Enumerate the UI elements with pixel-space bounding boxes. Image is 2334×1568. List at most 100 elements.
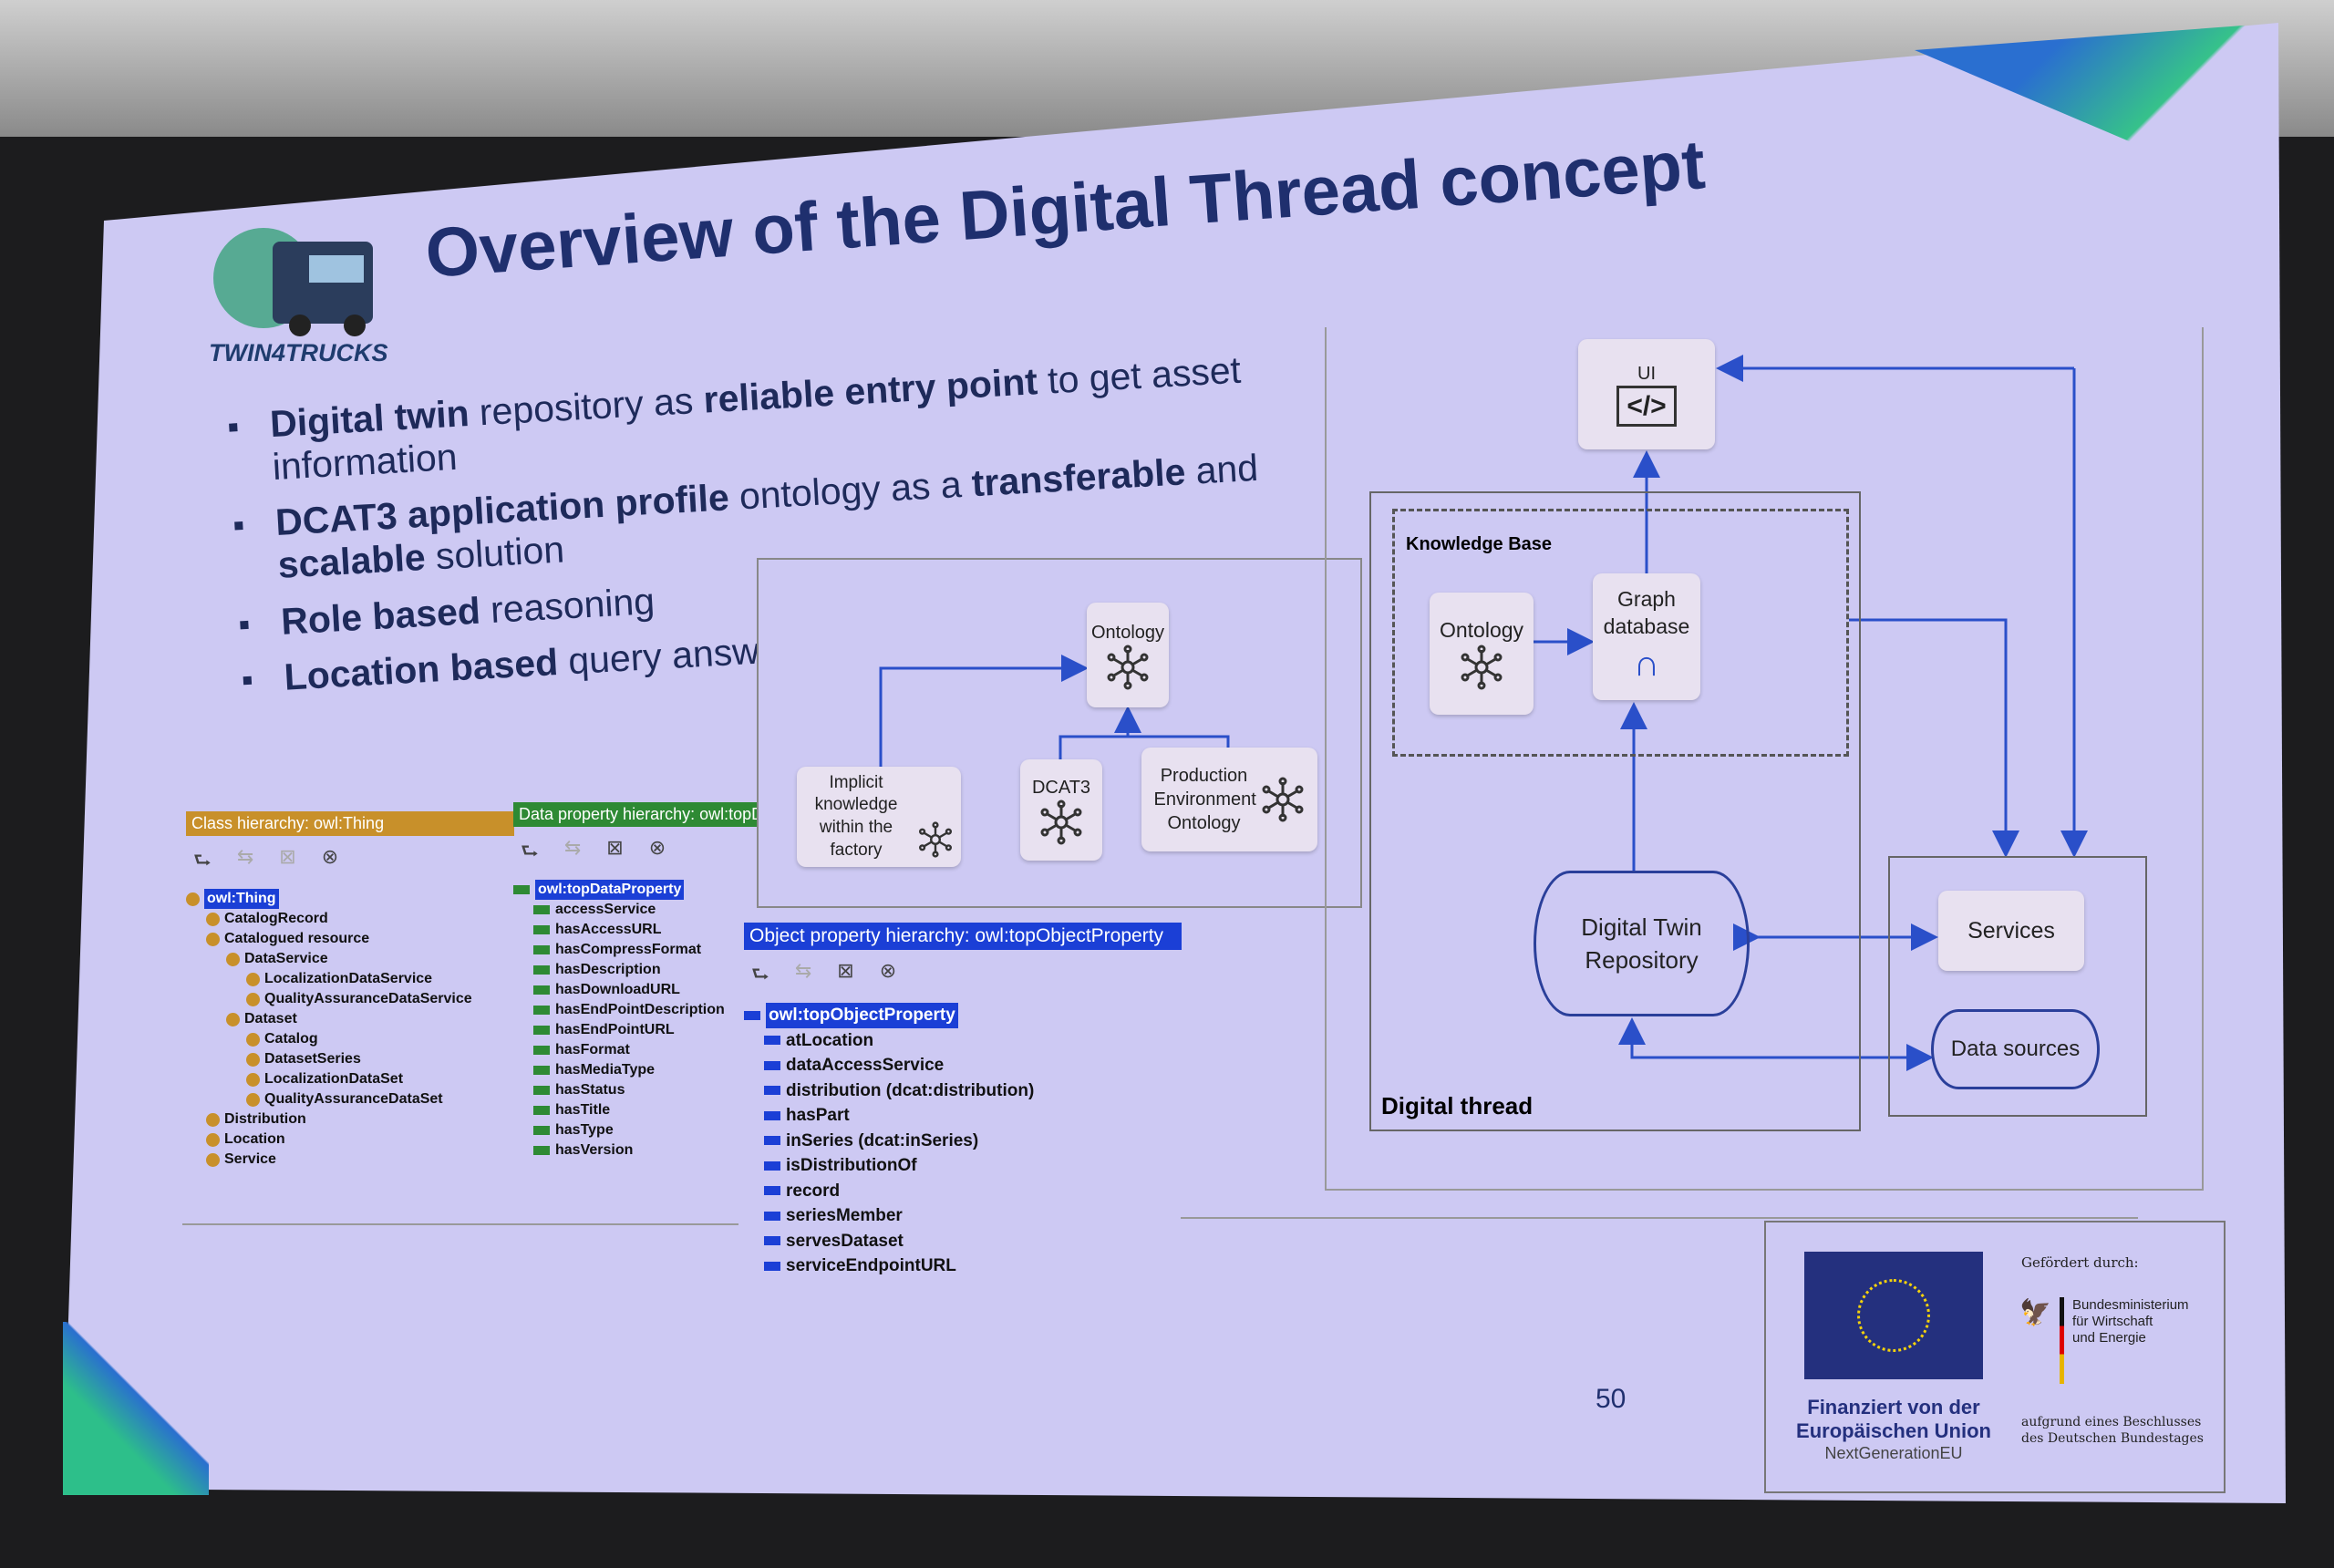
- tree-item[interactable]: hasPart: [744, 1103, 1182, 1129]
- class-hierarchy-panel: Class hierarchy: owl:Thing ⮑ ⇆ ⊠ ⊗ owl:Thin…: [186, 811, 514, 1170]
- property-icon: [764, 1110, 780, 1120]
- add-sibling-icon[interactable]: ⇆: [236, 845, 254, 868]
- tree-item[interactable]: LocalizationDataService: [186, 969, 514, 989]
- data-property-panel: Data property hierarchy: owl:topD ⮑ ⇆ ⊠ ⊗ o…: [513, 802, 761, 1161]
- add-sibling-icon[interactable]: ⇆: [563, 836, 582, 859]
- tree-item[interactable]: LocalizationDataSet: [186, 1069, 514, 1089]
- tree-item[interactable]: servesDataset: [744, 1229, 1182, 1254]
- toolbar: ⮑ ⇆ ⊠ ⊗: [513, 827, 761, 880]
- logo-text: TWIN4TRUCKS: [209, 339, 388, 366]
- network-icon: [1105, 645, 1151, 690]
- add-property-icon[interactable]: ⮑: [751, 963, 769, 985]
- tree-item[interactable]: Distribution: [186, 1109, 514, 1130]
- property-icon: [533, 1046, 550, 1055]
- toolbar: ⮑ ⇆ ⊠ ⊗: [744, 950, 1182, 1003]
- close-icon[interactable]: ⊗: [321, 845, 339, 868]
- tree-item-label: Dataset: [244, 1011, 297, 1026]
- tree-item-label: distribution (dcat:distribution): [786, 1080, 1035, 1100]
- delete-icon[interactable]: ⊠: [606, 836, 624, 859]
- tree-item[interactable]: QualityAssuranceDataSet: [186, 1089, 514, 1109]
- tree-item[interactable]: dataAccessService: [744, 1053, 1182, 1078]
- tree-item[interactable]: Catalog: [186, 1029, 514, 1049]
- network-icon: [1260, 777, 1306, 822]
- add-subclass-icon[interactable]: ⮑: [193, 849, 212, 872]
- tree-item[interactable]: record: [744, 1179, 1182, 1204]
- tree-item[interactable]: hasVersion: [513, 1140, 761, 1161]
- services-card: Services: [1938, 891, 2084, 971]
- implicit-knowledge-card: Implicit knowledge within the factory: [797, 767, 961, 867]
- add-property-icon[interactable]: ⮑: [521, 840, 539, 862]
- object-property-header: Object property hierarchy: owl:topObject…: [744, 923, 1182, 950]
- external-box: [1888, 856, 2147, 1117]
- page-number: 50: [1596, 1384, 1627, 1414]
- class-icon: [246, 1052, 260, 1067]
- tree-item-label: inSeries (dcat:inSeries): [786, 1130, 979, 1150]
- tree-item[interactable]: owl:topDataProperty: [513, 880, 761, 900]
- tree-item[interactable]: owl:topObjectProperty: [744, 1003, 1182, 1028]
- tree-item[interactable]: hasDescription: [513, 960, 761, 980]
- tree-item[interactable]: hasTitle: [513, 1100, 761, 1120]
- tree-item[interactable]: Catalogued resource: [186, 929, 514, 949]
- tree-item[interactable]: DatasetSeries: [186, 1049, 514, 1069]
- tree-item[interactable]: inSeries (dcat:inSeries): [744, 1129, 1182, 1154]
- tree-item[interactable]: hasMediaType: [513, 1060, 761, 1080]
- tree-item[interactable]: Dataset: [186, 1009, 514, 1029]
- tree-item-label: Service: [224, 1151, 276, 1167]
- tree-item[interactable]: hasFormat: [513, 1040, 761, 1060]
- eu-stars-icon: [1857, 1279, 1930, 1352]
- graph-database-label: Graph database: [1603, 586, 1690, 638]
- tree-item[interactable]: QualityAssuranceDataService: [186, 989, 514, 1009]
- tree-item-label: record: [786, 1181, 841, 1201]
- tree-item[interactable]: hasStatus: [513, 1080, 761, 1100]
- add-sibling-icon[interactable]: ⇆: [794, 959, 812, 982]
- tree-item[interactable]: Location: [186, 1130, 514, 1150]
- tree-item-label: dataAccessService: [786, 1056, 945, 1075]
- eu-flag: [1804, 1252, 1983, 1379]
- tree-item-label: serviceEndpointURL: [786, 1256, 956, 1275]
- delete-icon[interactable]: ⊠: [837, 959, 854, 982]
- tree-item-label: QualityAssuranceDataService: [264, 991, 472, 1006]
- tree-item[interactable]: serviceEndpointURL: [744, 1253, 1182, 1279]
- class-icon: [186, 892, 200, 906]
- object-property-panel: Object property hierarchy: owl:topObject…: [744, 923, 1182, 1279]
- delete-icon[interactable]: ⊠: [279, 845, 296, 868]
- tree-item[interactable]: owl:Thing: [186, 889, 514, 909]
- class-hierarchy-header: Class hierarchy: owl:Thing: [186, 811, 514, 836]
- divider: [182, 1223, 738, 1225]
- tree-item[interactable]: DataService: [186, 949, 514, 969]
- tree-item[interactable]: isDistributionOf: [744, 1153, 1182, 1179]
- class-icon: [246, 1092, 260, 1107]
- tree-item-label: hasMediaType: [555, 1062, 656, 1078]
- tree-item[interactable]: seriesMember: [744, 1203, 1182, 1229]
- close-icon[interactable]: ⊗: [648, 836, 666, 859]
- network-icon: [917, 821, 954, 858]
- tree-item[interactable]: hasCompressFormat: [513, 940, 761, 960]
- property-icon: [533, 1086, 550, 1095]
- ontology-card: Ontology: [1087, 603, 1169, 707]
- data-property-header: Data property hierarchy: owl:topD: [513, 802, 761, 827]
- tree-item[interactable]: distribution (dcat:distribution): [744, 1078, 1182, 1104]
- production-ontology-card: Production Environment Ontology: [1141, 748, 1317, 851]
- knowledge-base-label: Knowledge Base: [1406, 534, 1553, 554]
- tree-item[interactable]: hasEndPointURL: [513, 1020, 761, 1040]
- class-icon: [246, 992, 260, 1006]
- tree-item-label: hasEndPointDescription: [555, 1002, 725, 1017]
- close-icon[interactable]: ⊗: [879, 959, 897, 982]
- property-icon: [533, 925, 550, 934]
- tree-item[interactable]: hasEndPointDescription: [513, 1000, 761, 1020]
- tree-item-label: LocalizationDataService: [264, 971, 433, 986]
- tree-item[interactable]: accessService: [513, 900, 761, 920]
- tree-item-label: QualityAssuranceDataSet: [264, 1091, 443, 1107]
- tree-item[interactable]: hasDownloadURL: [513, 980, 761, 1000]
- network-icon: [1459, 645, 1504, 690]
- code-monitor-icon: </>: [1616, 386, 1677, 427]
- tree-item[interactable]: Service: [186, 1150, 514, 1170]
- tree-item[interactable]: CatalogRecord: [186, 909, 514, 929]
- tree-item[interactable]: hasAccessURL: [513, 920, 761, 940]
- tree-item-label: servesDataset: [786, 1231, 904, 1251]
- tree-item[interactable]: atLocation: [744, 1028, 1182, 1054]
- tree-item[interactable]: hasType: [513, 1120, 761, 1140]
- federal-eagle-icon: 🦅: [2019, 1298, 2051, 1326]
